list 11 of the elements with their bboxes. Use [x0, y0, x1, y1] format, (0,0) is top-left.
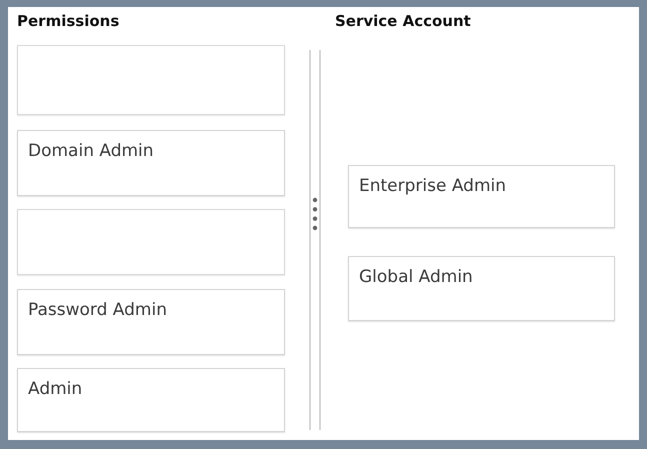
- answer-tile: Admin: [17, 368, 285, 432]
- empty-slot: [17, 45, 285, 115]
- panel-heading: Service Account: [335, 12, 471, 30]
- list-panel: [310, 7, 639, 440]
- empty-slot: [17, 209, 285, 275]
- panel-heading: Permissions: [17, 12, 120, 30]
- answer-tile: Domain Admin: [17, 130, 285, 196]
- list-panel: [8, 7, 310, 440]
- answer-tile: Enterprise Admin: [348, 165, 615, 228]
- answer-tile: Global Admin: [348, 256, 615, 321]
- answer-tile: Password Admin: [17, 289, 285, 355]
